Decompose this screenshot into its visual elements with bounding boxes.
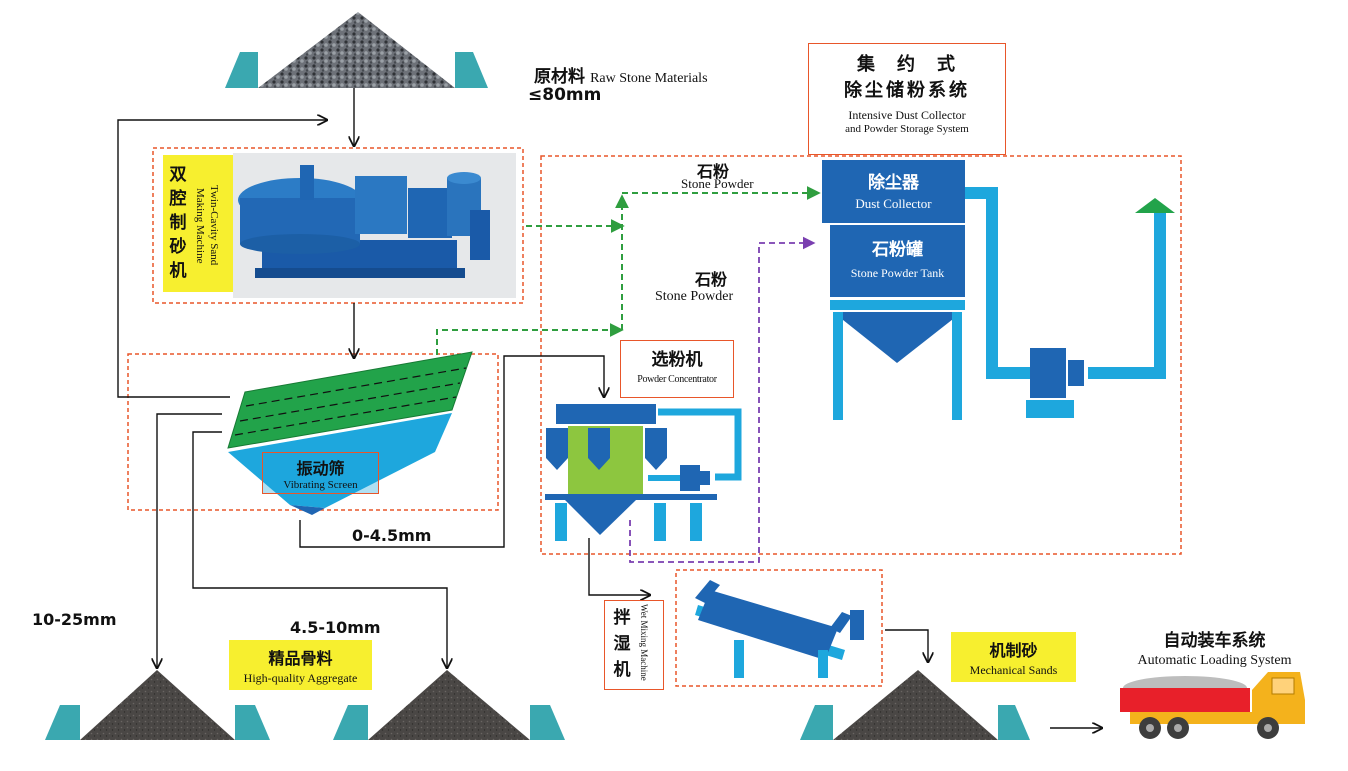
mech-sand-en: Mechanical Sands	[969, 663, 1058, 677]
powder-tank-label: 石粉罐 Stone Powder Tank	[830, 235, 965, 281]
sand-machine-label: 双 腔 制 砂 机 Twin-Cavity Sand Making Machin…	[163, 155, 233, 292]
sand-machine-en-line1: Twin-Cavity Sand	[208, 185, 220, 266]
aggregate-pile-45-10	[333, 670, 565, 740]
aggregate-label: 精品骨料 High-quality Aggregate	[229, 640, 372, 690]
powder-concentrator-label: 选粉机 Powder Concentrator	[620, 340, 734, 398]
dust-system-title-box: 集 约 式 除尘储粉系统 Intensive Dust Collector an…	[808, 43, 1006, 155]
wet-mixer-cn-char-3: 机	[613, 660, 631, 680]
size-label-4.5-10mm: 4.5-10mm	[290, 618, 381, 637]
mechanical-sand-pile	[800, 670, 1030, 740]
raw-material-size: ≤80mm	[528, 85, 602, 105]
dust-collector-tank-assembly	[830, 187, 1175, 420]
dust-collector-box: 除尘器 Dust Collector	[822, 160, 965, 223]
dust-collector-cn: 除尘器	[868, 173, 919, 193]
sand-machine-dashed-frame	[152, 147, 524, 304]
mechanical-sand-label: 机制砂 Mechanical Sands	[951, 632, 1076, 682]
sand-machine-en-line2: Making Machine	[194, 187, 206, 264]
powder-tank-cn: 石粉罐	[872, 240, 923, 260]
vibrating-screen-cn: 振动筛	[296, 459, 345, 478]
size-label-0-4.5mm: 0-4.5mm	[352, 526, 432, 545]
powder-concentrator-en: Powder Concentrator	[637, 374, 717, 385]
aggregate-cn: 精品骨料	[268, 649, 333, 668]
stone-powder-1-en: Stone Powder	[681, 176, 754, 191]
dust-system-dashed-frame	[540, 155, 1182, 555]
dust-collector-en: Dust Collector	[855, 196, 932, 211]
flow-arrows	[117, 88, 1102, 728]
powder-concentrator-illustration	[545, 404, 742, 541]
sand-machine-cn-char-5: 机	[169, 261, 187, 281]
vibrating-screen-label: 振动筛 Vibrating Screen	[262, 452, 379, 494]
size-label-10-25mm: 10-25mm	[32, 610, 117, 629]
raw-material-label: 原材料 Raw Stone Materials	[534, 62, 708, 87]
wet-mixing-machine-illustration	[695, 580, 864, 678]
aggregate-pile-10-25	[45, 670, 270, 740]
stone-powder-flow-purple	[629, 236, 816, 563]
dust-system-en-line1: Intensive Dust Collector	[848, 108, 966, 122]
vibrating-screen-en: Vibrating Screen	[283, 479, 358, 491]
stone-powder-1-cn: 石粉	[697, 162, 730, 181]
wet-mixer-label: 拌 湿 机 Wet Mixing Machine	[604, 600, 664, 690]
dust-system-cn-line1: 集 约 式	[857, 54, 957, 75]
wet-mixer-cn-char-2: 湿	[613, 634, 631, 654]
raw-material-en: Raw Stone Materials	[590, 71, 708, 86]
sand-machine-cn-char-4: 砂	[169, 237, 187, 257]
mech-sand-cn: 机制砂	[989, 641, 1038, 660]
aggregate-en: High-quality Aggregate	[243, 671, 358, 685]
vibrating-screen-illustration	[227, 351, 473, 515]
raw-material-pile	[225, 12, 488, 88]
powder-concentrator-cn: 选粉机	[651, 350, 703, 370]
sand-machine-cn-char-2: 腔	[169, 189, 187, 209]
loading-cn: 自动装车系统	[1163, 631, 1266, 651]
wet-mixer-en: Wet Mixing Machine	[639, 604, 649, 681]
stone-powder-flow-green	[436, 186, 821, 355]
sand-making-machine-illustration	[233, 153, 516, 298]
loading-en: Automatic Loading System	[1137, 653, 1292, 668]
sand-machine-cn-char-3: 制	[169, 213, 187, 233]
dust-system-en-line2: and Powder Storage System	[845, 123, 969, 135]
powder-tank-en: Stone Powder Tank	[850, 266, 945, 280]
dust-system-cn-line2: 除尘储粉系统	[844, 80, 970, 101]
wet-mixer-cn-char-1: 拌	[613, 608, 631, 628]
stone-powder-2-cn: 石粉	[695, 270, 728, 289]
stone-powder-2-en: Stone Powder	[655, 289, 734, 304]
raw-material-cn: 原材料	[534, 67, 585, 87]
truck-illustration	[1120, 672, 1305, 739]
loading-system-label: 自动装车系统 Automatic Loading System	[1112, 626, 1317, 669]
sand-machine-cn-char-1: 双	[169, 165, 187, 185]
